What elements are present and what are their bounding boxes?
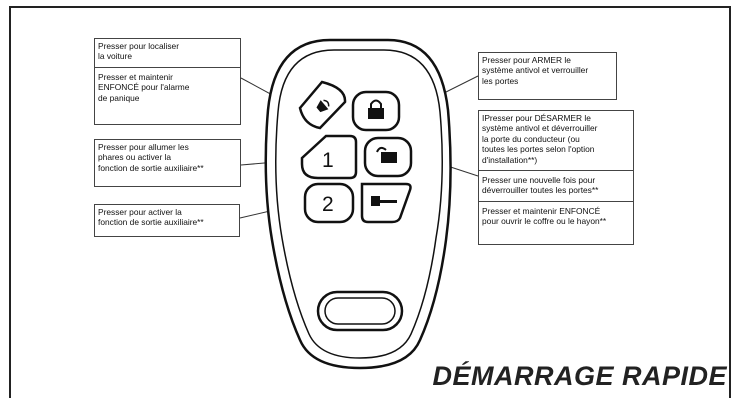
callout-lights-text: Presser pour allumer les phares ou activ… <box>98 142 204 173</box>
callout-locate-text: Presser pour localiser la voiture <box>98 41 179 62</box>
callout-aux: Presser pour activer la fonction de sort… <box>94 204 240 237</box>
panic-button[interactable] <box>298 80 347 130</box>
lock-button[interactable] <box>351 90 401 132</box>
callout-divider <box>479 200 633 202</box>
button-2-label: 2 <box>322 193 334 216</box>
callout-disarm: IPresser pour DÉSARMER le système antivo… <box>478 110 634 245</box>
callout-trunk-text: Presser et maintenir ENFONCÉ pour ouvrir… <box>482 205 607 227</box>
callout-divider <box>479 170 633 172</box>
unlock-icon <box>376 146 397 163</box>
callout-lights: Presser pour allumer les phares ou activ… <box>94 139 241 187</box>
keyring-slot <box>316 290 404 332</box>
button-2[interactable]: 2 <box>303 182 355 224</box>
callout-aux-text: Presser pour activer la fonction de sort… <box>98 207 204 228</box>
callout-arm: Presser pour ARMER le système antivol et… <box>478 52 617 100</box>
callout-unlock-all-text: Presser une nouvelle fois pour déverroui… <box>482 175 599 196</box>
callout-locate: Presser pour localiser la voiture Presse… <box>94 38 241 125</box>
trunk-icon <box>371 196 397 206</box>
callout-panic-text: Presser et maintenir ENFONCÉ pour l'alar… <box>98 71 190 103</box>
trunk-button[interactable] <box>360 182 412 224</box>
page-title: DÉMARRAGE RAPIDE <box>432 361 727 391</box>
fob-inner-outline <box>275 49 443 359</box>
callout-arm-text: Presser pour ARMER le système antivol et… <box>482 55 589 86</box>
lock-icon <box>368 99 384 119</box>
unlock-button[interactable] <box>363 136 413 178</box>
horn-icon <box>316 99 330 113</box>
button-1[interactable]: 1 <box>300 134 358 180</box>
page-frame <box>9 6 731 398</box>
button-1-label: 1 <box>322 149 334 172</box>
callout-disarm-text: IPresser pour DÉSARMER le système antivo… <box>482 113 598 165</box>
callout-divider <box>95 66 240 68</box>
